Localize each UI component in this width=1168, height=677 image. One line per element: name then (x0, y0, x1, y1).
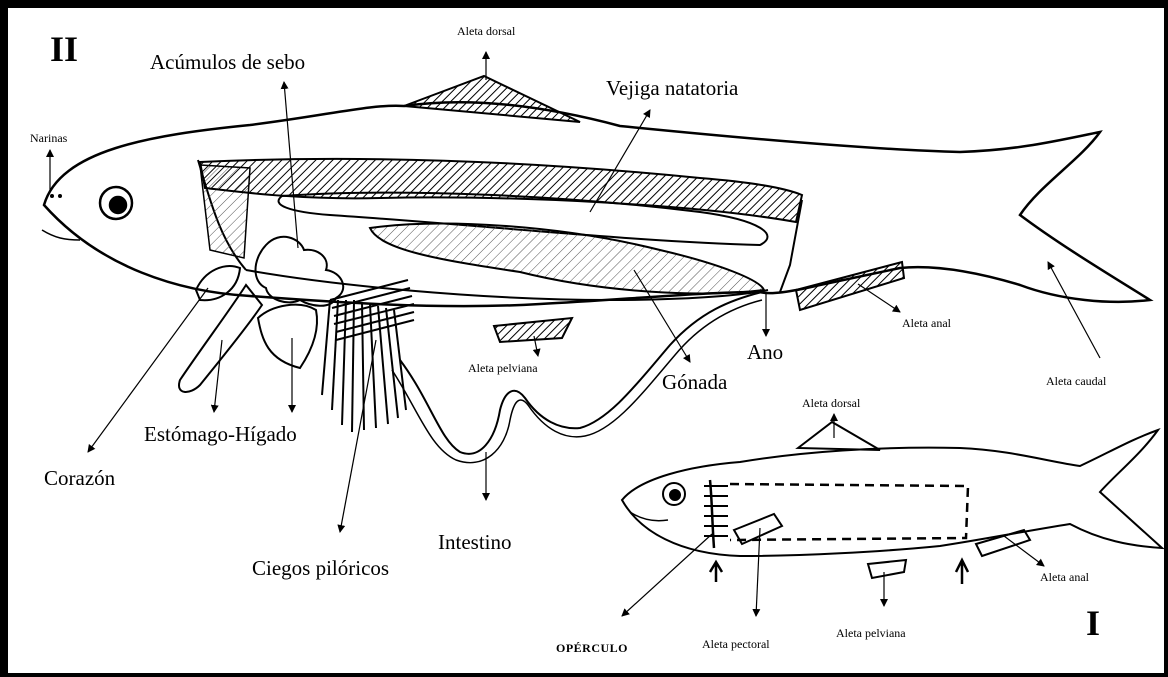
label-i-aleta-pectoral: Aleta pectoral (702, 637, 770, 652)
label-i-operculo: OPÉRCULO (556, 641, 628, 656)
label-i-aleta-pelviana: Aleta pelviana (836, 626, 906, 641)
label-i-aleta-anal: Aleta anal (1040, 570, 1089, 585)
arrow-estomago (214, 340, 222, 412)
label-ii-aleta-dorsal: Aleta dorsal (457, 24, 515, 39)
fish-ii-anal-fin (796, 262, 904, 310)
fish-ii-muscle-band (200, 159, 802, 222)
label-ii-estomago-higado: Estómago-Hígado (144, 422, 297, 447)
label-ii-narinas: Narinas (30, 131, 67, 146)
fish-ii (42, 76, 1150, 463)
fish-i-anal-fin (976, 530, 1030, 556)
fish-i-dissection-outline (730, 484, 968, 540)
fish-ii-stomach (179, 285, 262, 392)
label-ii-corazon: Corazón (44, 466, 115, 491)
fish-ii-liver (258, 305, 317, 368)
label-ii-vejiga-natatoria: Vejiga natatoria (606, 76, 738, 101)
arrow-aleta-anal (858, 284, 900, 312)
arrow-ciegos-piloricos (340, 340, 376, 532)
label-ii-intestino: Intestino (438, 530, 512, 555)
fish-ii-pelvic-fin (494, 318, 572, 342)
label-ii-aleta-caudal: Aleta caudal (1046, 374, 1106, 389)
arrow-i-aleta-anal (1004, 536, 1044, 566)
label-ii-aleta-anal: Aleta anal (902, 316, 951, 331)
fish-ii-dorsal-fin (404, 76, 580, 122)
numeral-i: I (1086, 602, 1100, 644)
numeral-ii: II (50, 28, 78, 70)
arrow-i-operculo (622, 534, 712, 616)
label-ii-acumulos-de-sebo: Acúmulos de sebo (150, 50, 305, 75)
label-ii-ano: Ano (747, 340, 783, 365)
label-ii-aleta-pelviana: Aleta pelviana (468, 361, 538, 376)
fish-ii-gonad (370, 224, 764, 294)
fish-ii-fat-lobes (256, 237, 344, 306)
label-i-aleta-dorsal: Aleta dorsal (802, 396, 860, 411)
label-ii-gonada: Gónada (662, 370, 727, 395)
fish-i-body-outline (622, 430, 1162, 556)
fish-i-dorsal-fin (798, 422, 880, 450)
fish-i-pelvic-fin (868, 560, 906, 578)
label-ii-ciegos-piloricos: Ciegos pilóricos (252, 556, 389, 581)
arrow-i-aleta-pectoral (756, 528, 760, 616)
arrow-aleta-caudal (1048, 262, 1100, 358)
fish-i (622, 422, 1162, 584)
